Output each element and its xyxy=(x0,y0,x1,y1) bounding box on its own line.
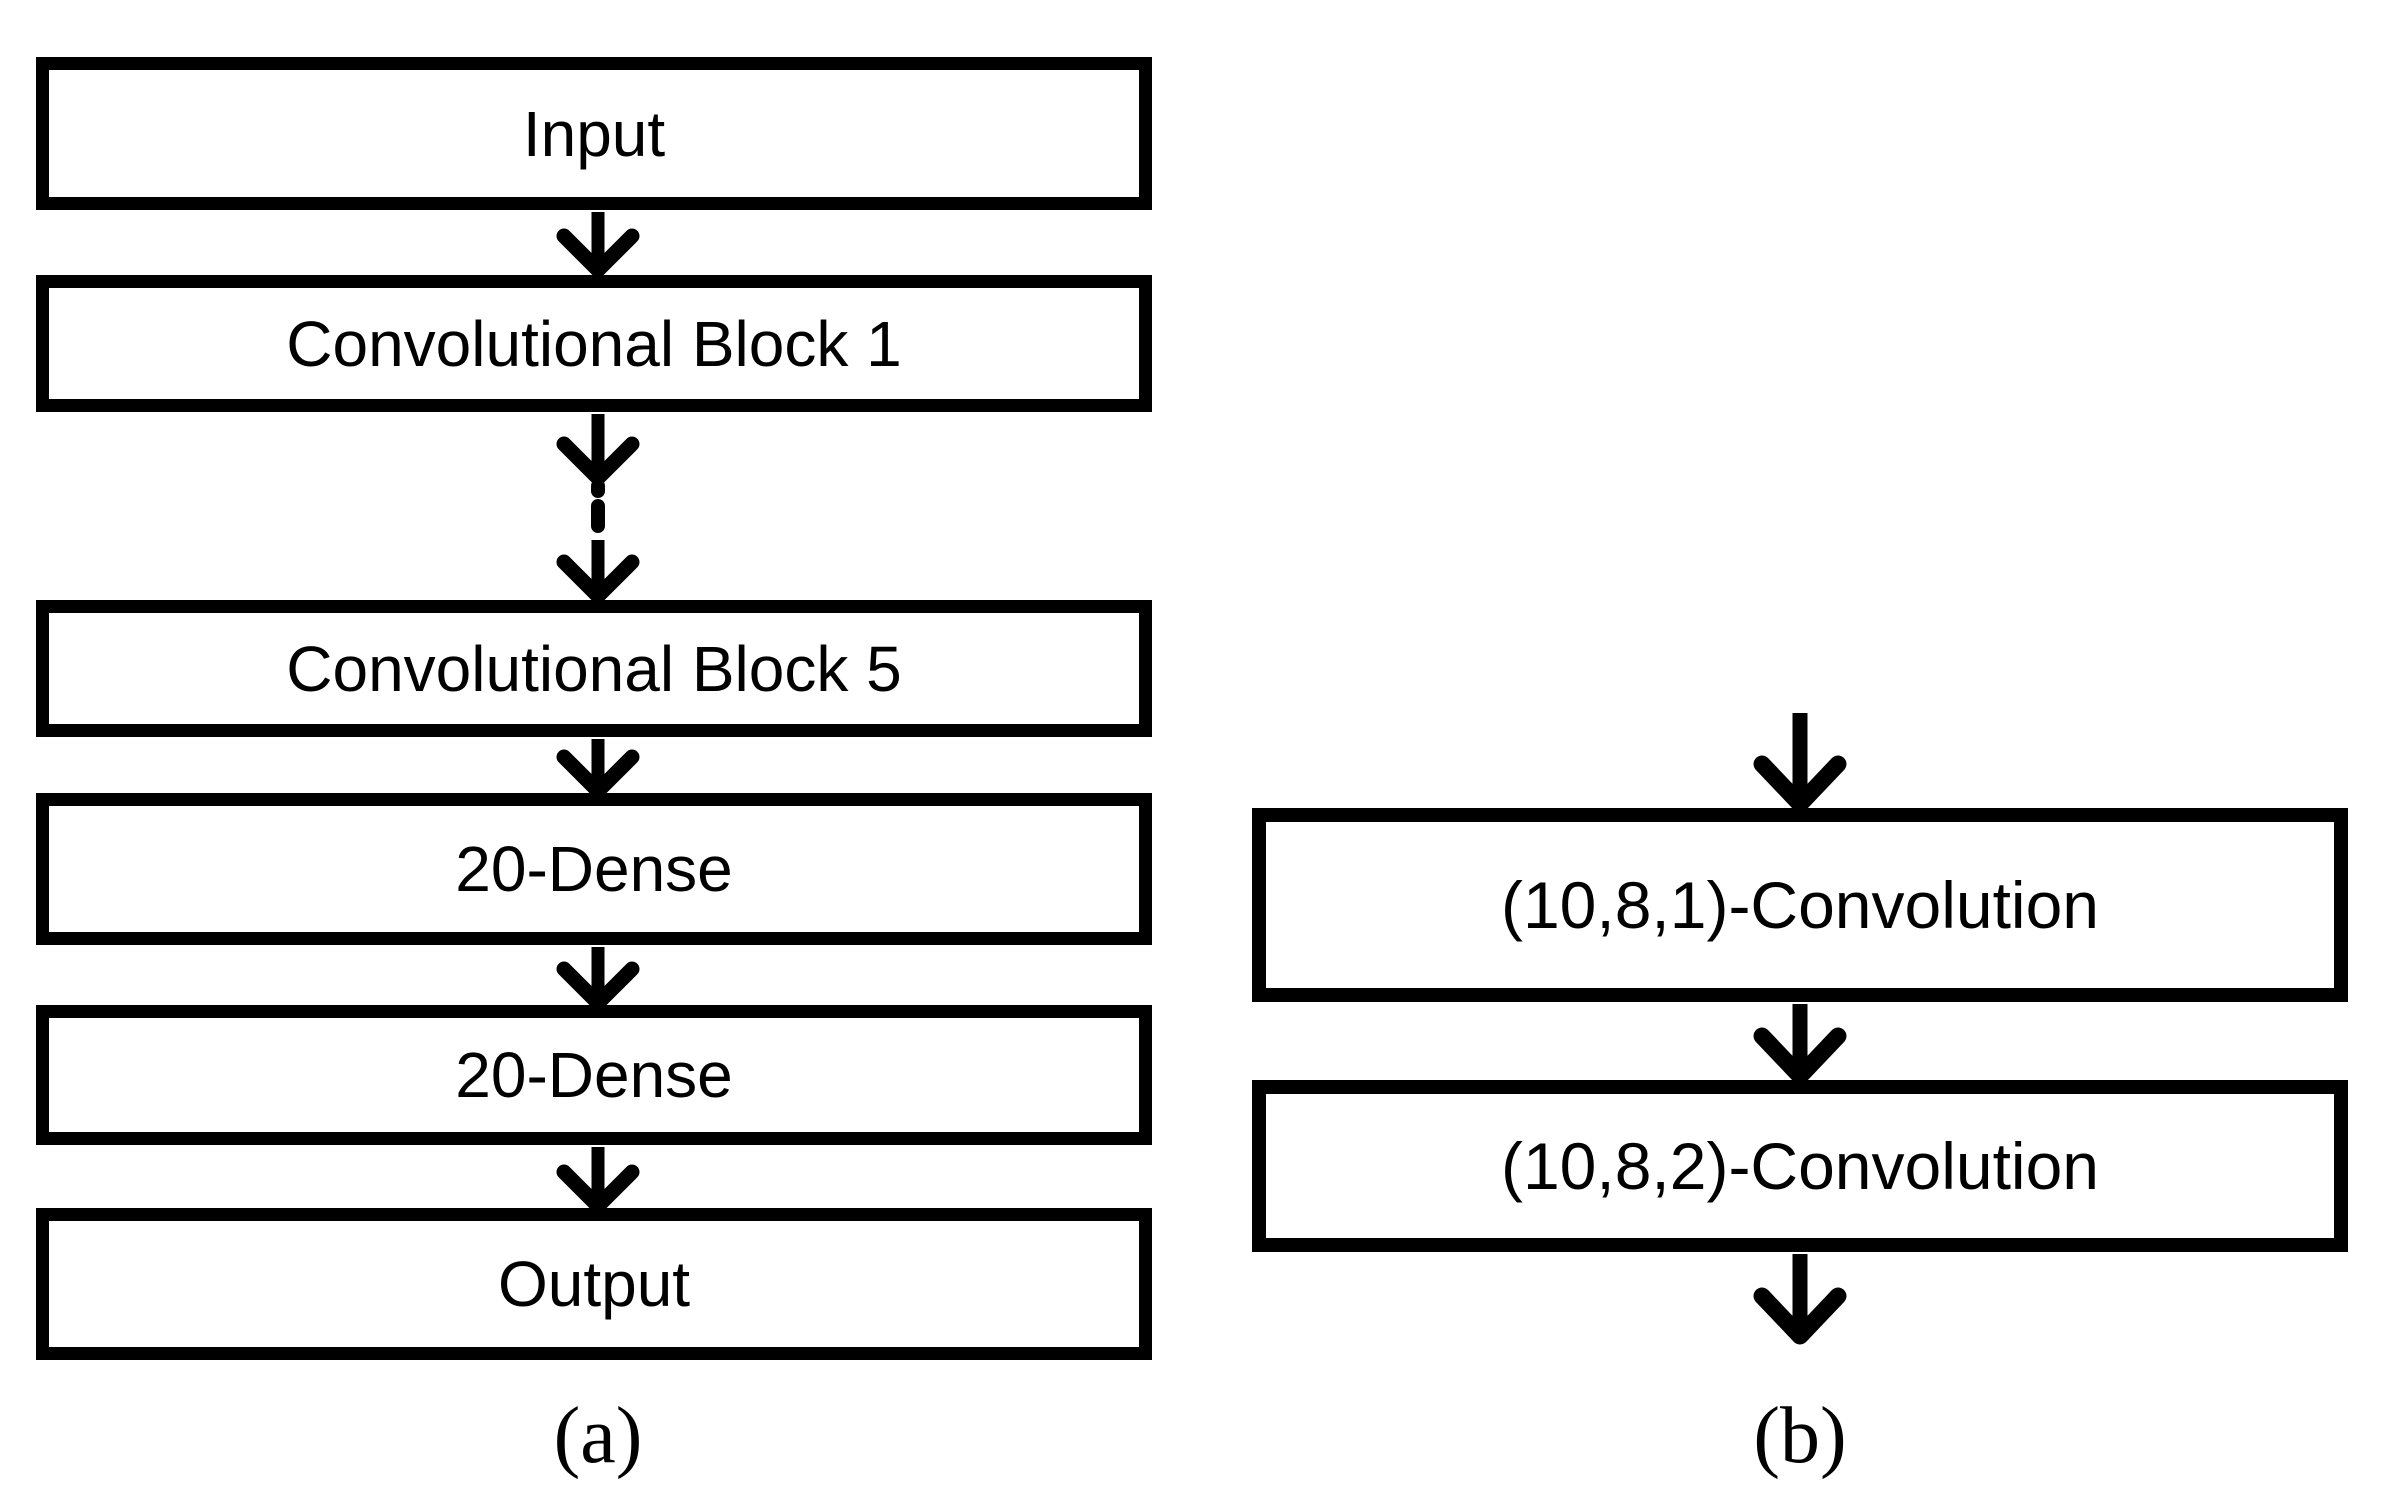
arrow-out-of-conv-10-8-2 xyxy=(1753,1254,1847,1345)
flow-box-input-label: Input xyxy=(522,97,666,170)
flow-box-conv-block-1-label: Convolutional Block 1 xyxy=(286,307,902,380)
flow-box-conv-block-5-label: Convolutional Block 5 xyxy=(286,632,902,705)
arrow-conv5-to-dense1 xyxy=(556,739,640,799)
flow-box-conv-10-8-2: (10,8,2)-Convolution xyxy=(1252,1080,2348,1252)
flow-box-conv-10-8-1-label: (10,8,1)-Convolution xyxy=(1501,868,2099,942)
flow-box-conv-block-5: Convolutional Block 5 xyxy=(36,600,1152,737)
flow-box-conv-10-8-2-label: (10,8,2)-Convolution xyxy=(1501,1129,2099,1203)
flow-box-dense-2: 20-Dense xyxy=(36,1005,1152,1145)
flow-box-dense-1: 20-Dense xyxy=(36,793,1152,945)
flow-box-conv-block-1: Convolutional Block 1 xyxy=(36,275,1152,412)
flow-box-dense-1-label: 20-Dense xyxy=(455,833,733,905)
arrow-dense2-to-output xyxy=(556,1147,640,1214)
flow-box-input: Input xyxy=(36,57,1152,210)
arrow-conv-10-8-1-to-conv-10-8-2 xyxy=(1753,1004,1847,1085)
flow-box-output: Output xyxy=(36,1208,1152,1360)
flow-box-output-label: Output xyxy=(497,1248,691,1320)
dash-dot-arrow-conv1-to-conv5 xyxy=(556,414,640,604)
arrow-into-conv-10-8-1 xyxy=(1753,713,1847,813)
panel-a-caption: (a) xyxy=(553,1392,643,1480)
panel-b-caption: (b) xyxy=(1753,1392,1847,1480)
arrow-input-to-conv1 xyxy=(556,212,640,278)
flow-box-conv-10-8-1: (10,8,1)-Convolution xyxy=(1252,808,2348,1002)
arrow-dense1-to-dense2 xyxy=(556,947,640,1011)
flow-box-dense-2-label: 20-Dense xyxy=(455,1039,733,1111)
